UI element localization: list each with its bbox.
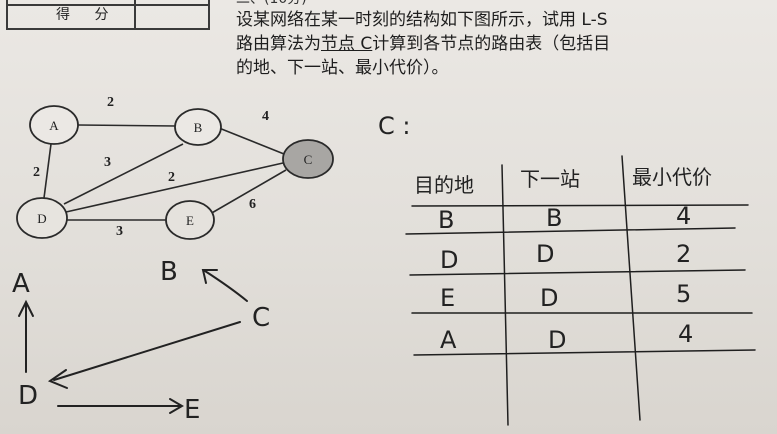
sketch-arrowhead-b [201, 269, 218, 284]
graph-nodes [16, 105, 334, 240]
sketch-node-a: A [12, 269, 30, 299]
cost-e-c: 6 [249, 197, 256, 212]
graph-node-labels: A B C D E [37, 118, 312, 228]
cost-d-b: 3 [104, 155, 111, 170]
routing-table-lines [405, 155, 756, 426]
node-a [29, 105, 79, 145]
score-box-topline [8, 0, 208, 6]
handwritten-sketch: A B C D E [12, 257, 270, 425]
node-a-label: A [49, 118, 59, 133]
row-4-destination: A [440, 326, 457, 354]
row-3-cost: 5 [676, 280, 691, 308]
sketch-arrowhead-a [18, 299, 34, 317]
header-destination: 目的地 [414, 173, 474, 197]
question-partial-heading: 二、(10分) [236, 0, 776, 8]
sketch-arrowhead-e [169, 398, 184, 414]
node-e-label: E [186, 213, 194, 228]
row-3-destination: E [440, 284, 455, 312]
table-col-divider-2 [621, 155, 641, 421]
graph-edges [43, 124, 287, 221]
cost-d-c: 2 [168, 170, 175, 185]
row-1-destination: B [438, 206, 454, 234]
row-2-cost: 2 [676, 240, 691, 268]
sketch-node-b: B [160, 257, 178, 287]
edge-d-c [65, 162, 284, 213]
score-box: 得 分 [6, 0, 210, 30]
node-d-label: D [37, 211, 46, 226]
table-line-header [411, 204, 749, 207]
node-c [282, 139, 334, 179]
sketch-node-d: D [18, 381, 38, 411]
question-text: 二、(10分) 设某网络在某一时刻的结构如下图所示，试用 L-S 路由算法为节点… [236, 0, 776, 80]
row-1-cost: 4 [676, 202, 691, 230]
question-line-1: 设某网络在某一时刻的结构如下图所示，试用 L-S [236, 10, 608, 30]
question-line-2: 路由算法为节点 C计算到各节点的路由表（包括目 [236, 32, 776, 56]
node-b-label: B [194, 120, 203, 135]
edge-d-b [63, 143, 184, 205]
node-d [16, 197, 68, 239]
sketch-node-e: E [184, 395, 200, 425]
score-label: 得 分 [56, 7, 119, 23]
routing-table-body: B B 4 D D 2 E D 5 A D 4 [438, 202, 693, 354]
sketch-arrows [18, 269, 248, 414]
cost-a-b: 2 [107, 95, 114, 110]
question-line-2-post: 计算到各节点的路由表（包括目 [372, 34, 611, 54]
edge-a-b [77, 124, 177, 127]
node-e [165, 200, 215, 240]
table-line-row-2 [409, 269, 746, 276]
row-4-next-hop: D [548, 326, 566, 354]
sketch-arrow-c-d [53, 321, 241, 381]
sketch-arrowhead-d [47, 369, 68, 389]
edge-cost-labels: 2 4 2 3 2 3 6 [33, 95, 269, 239]
header-next-hop: 下一站 [520, 167, 580, 191]
row-2-next-hop: D [536, 240, 554, 268]
row-4-cost: 4 [678, 320, 693, 348]
node-b [174, 108, 222, 146]
cost-a-d: 2 [33, 165, 40, 180]
node-c-label: C [304, 152, 313, 167]
row-3-next-hop: D [540, 284, 558, 312]
row-1-next-hop: B [546, 204, 562, 232]
routing-table-headers: 目的地 下一站 最小代价 [414, 165, 712, 197]
edge-b-c [218, 127, 285, 155]
edge-a-d [43, 143, 52, 199]
table-col-divider-1 [501, 164, 509, 426]
table-line-row-1 [405, 227, 736, 235]
question-line-3: 的地、下一站、最小代价）。 [236, 58, 449, 78]
answer-heading: C : [378, 112, 410, 140]
question-line-2-pre: 路由算法为 [236, 34, 321, 54]
edge-e-c [209, 169, 287, 215]
table-line-row-4 [413, 349, 756, 356]
cost-b-c: 4 [262, 109, 269, 124]
sketch-node-c: C [252, 303, 270, 333]
question-node-c: 节点 C [321, 34, 373, 54]
row-2-destination: D [440, 246, 458, 274]
header-min-cost: 最小代价 [632, 165, 712, 189]
score-label-cell: 得 分 [8, 0, 136, 28]
sketch-arrow-c-b [204, 270, 248, 302]
cost-d-e: 3 [116, 224, 123, 239]
